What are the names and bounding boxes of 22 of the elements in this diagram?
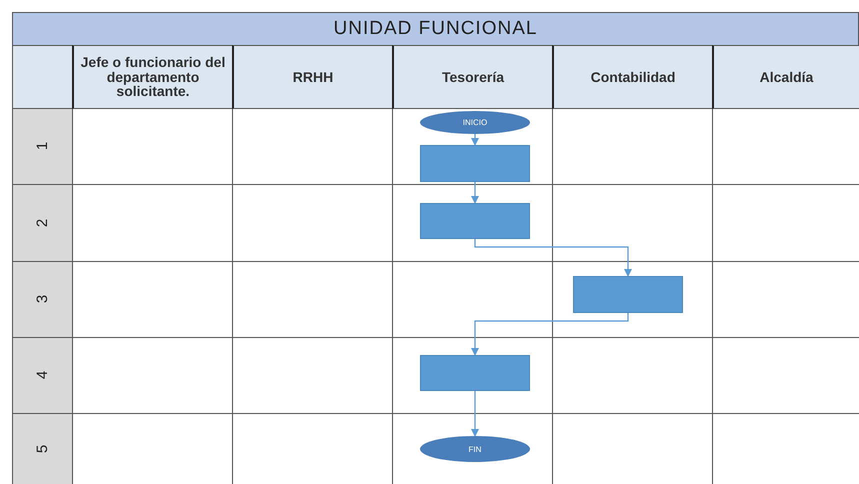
row-number: 3 <box>33 294 51 306</box>
arrow <box>471 182 479 204</box>
column-header: Jefe o funcionario del departamento solicitante. <box>72 45 233 109</box>
row-number: 1 <box>33 140 51 152</box>
row-number: 2 <box>33 217 51 229</box>
column-header: Tesorería <box>392 45 553 109</box>
terminator-oval: INICIO <box>420 111 530 134</box>
title-bar: UNIDAD FUNCIONAL <box>12 12 859 46</box>
arrow <box>474 239 632 277</box>
process-box <box>573 276 683 313</box>
process-box <box>420 145 530 182</box>
process-box <box>420 203 530 239</box>
row-number: 4 <box>33 370 51 382</box>
column-header: Contabilidad <box>552 45 713 109</box>
row-number: 5 <box>33 443 51 455</box>
process-box <box>420 355 530 391</box>
arrow <box>471 391 479 437</box>
column-header: RRHH <box>232 45 393 109</box>
terminator-oval: FIN <box>420 436 530 462</box>
arrow <box>471 313 629 356</box>
column-header: Alcaldía <box>712 45 859 109</box>
arrow <box>471 134 479 146</box>
